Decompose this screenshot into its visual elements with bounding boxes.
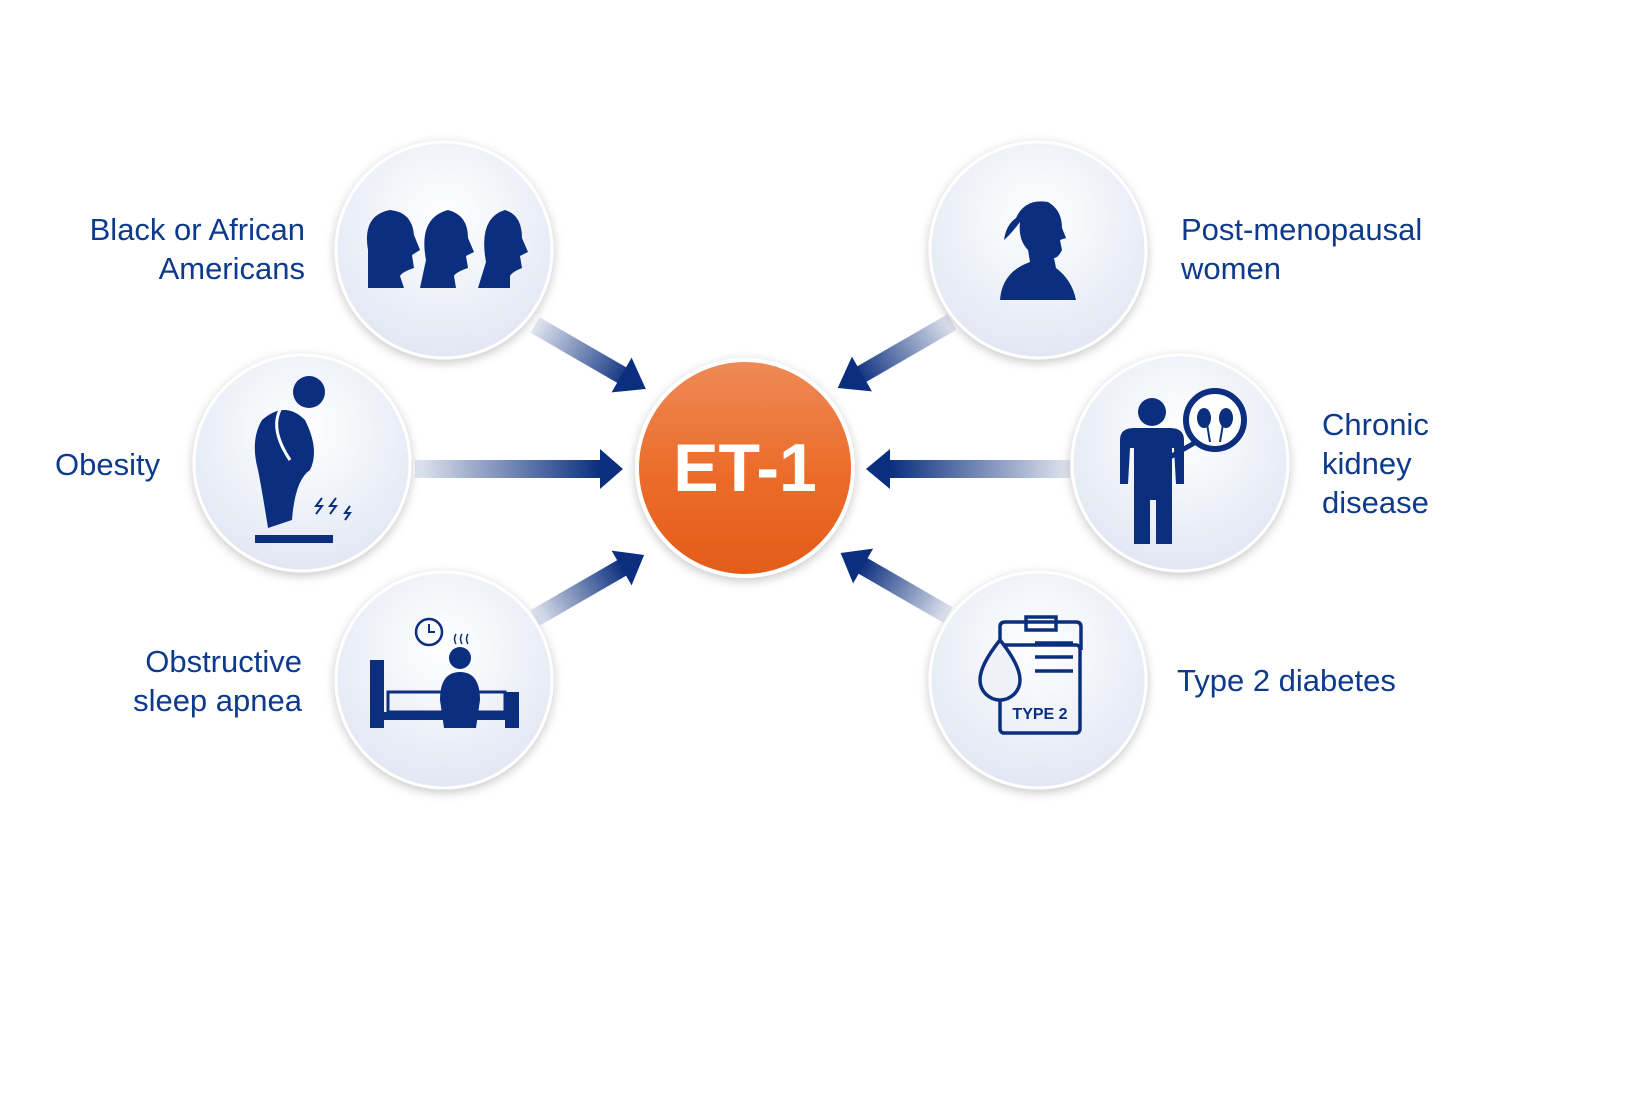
person-kidney-magnifier-icon <box>1120 388 1247 544</box>
arrow-sleep-apnea <box>530 550 645 626</box>
label-line: disease <box>1322 485 1429 520</box>
person-awake-in-bed-icon <box>370 617 519 728</box>
obese-person-on-scale-icon <box>254 376 352 543</box>
label-line: Americans <box>158 251 305 286</box>
arrow-obesity <box>415 449 623 489</box>
label-line: Chronic <box>1322 407 1429 442</box>
label-type2-diabetes: Type 2 diabetes <box>1177 663 1396 698</box>
label-ckd: Chronic kidney disease <box>1322 405 1429 522</box>
label-line: Black or African <box>89 212 305 247</box>
label-line: Post-menopausal <box>1181 212 1423 247</box>
label-obesity: Obesity <box>55 447 161 482</box>
circle-sleep-apnea <box>334 570 554 790</box>
arrow-black-african-americans <box>530 317 646 393</box>
woman-profile-icon <box>1000 201 1076 300</box>
circle-type2-diabetes <box>928 570 1148 790</box>
arrow-ckd <box>866 449 1070 489</box>
label-line: Obstructive <box>145 644 302 679</box>
three-profiles-icon <box>366 210 528 288</box>
label-black-african-americans: Black or African Americans <box>40 210 305 288</box>
arrow-type2-diabetes <box>840 548 953 623</box>
type2-icon-text: TYPE 2 <box>1012 706 1067 723</box>
et1-circle <box>635 358 855 578</box>
label-post-menopausal: Post-menopausal women <box>1181 210 1422 288</box>
label-line: sleep apnea <box>133 683 302 718</box>
label-sleep-apnea: Obstructive sleep apnea <box>40 642 302 720</box>
et1-label: ET-1 <box>673 430 817 506</box>
clipboard-blood-drop-icon <box>978 615 1083 735</box>
label-line: kidney <box>1322 446 1412 481</box>
label-line: women <box>1181 251 1281 286</box>
arrow-post-menopausal <box>837 314 957 392</box>
